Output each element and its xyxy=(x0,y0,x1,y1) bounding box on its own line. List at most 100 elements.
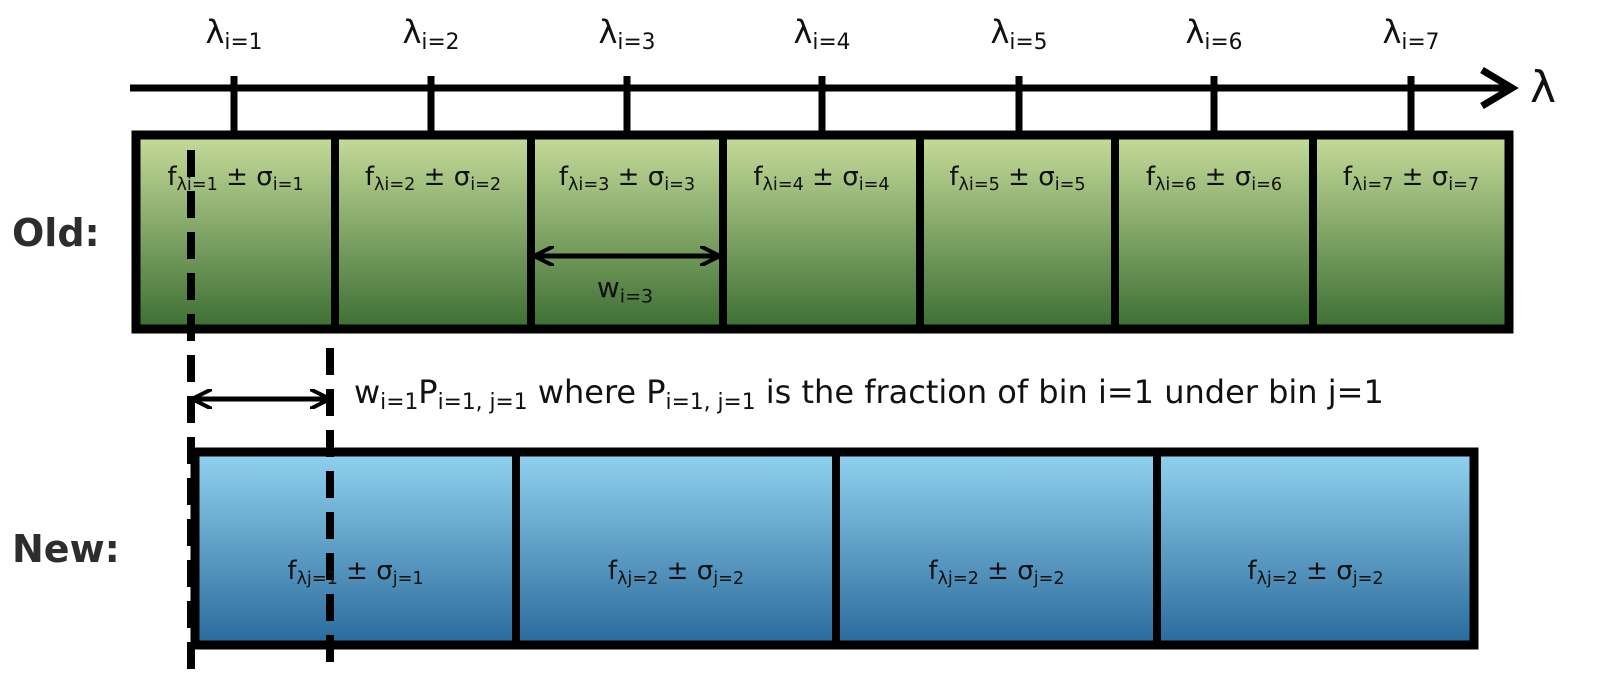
flux-symbol: f xyxy=(167,162,177,192)
tick-subscript: i=7 xyxy=(1401,30,1440,56)
plus-minus: ± xyxy=(226,162,248,192)
old-row-label: Old: xyxy=(12,211,100,255)
flux-subscript: λi=1 xyxy=(176,174,218,195)
new-bin-label: fλj=2 ± σj=2 xyxy=(1247,558,1383,589)
tick-subscript: i=1 xyxy=(224,30,263,56)
flux-subscript: λi=7 xyxy=(1351,174,1394,195)
flux-subscript: λj=1 xyxy=(296,568,338,589)
flux-symbol: f xyxy=(1247,556,1257,586)
flux-symbol: f xyxy=(928,556,938,586)
new-row-label: New: xyxy=(12,527,120,571)
tick-symbol: λ xyxy=(793,13,813,51)
tick-label: λi=7 xyxy=(1382,16,1439,54)
explain-w: w xyxy=(354,373,381,411)
tick-label: λi=3 xyxy=(598,16,655,54)
flux-subscript: λi=6 xyxy=(1154,174,1197,195)
flux-subscript: λi=2 xyxy=(373,174,416,195)
plus-minus: ± xyxy=(1401,162,1424,192)
old-bin-label: fλi=6 ± σi=6 xyxy=(1146,164,1282,195)
new-bin-label: fλj=1 ± σj=1 xyxy=(287,558,423,589)
tick-subscript: i=6 xyxy=(1204,30,1243,56)
tick-label: λi=6 xyxy=(1185,16,1242,54)
tick-symbol: λ xyxy=(1185,13,1205,51)
old-bin-dividers xyxy=(331,135,1317,329)
sigma-subscript: j=2 xyxy=(1033,568,1065,589)
axis-arrowhead xyxy=(1480,66,1519,110)
new-bin-label: fλj=2 ± σj=2 xyxy=(608,558,744,589)
tick-symbol: λ xyxy=(1382,13,1402,51)
sigma-symbol: σ xyxy=(842,162,859,192)
new-bin-label: fλj=2 ± σj=2 xyxy=(928,558,1064,589)
old-bins-bar xyxy=(131,130,1514,334)
plus-minus: ± xyxy=(1306,556,1328,586)
sigma-subscript: i=5 xyxy=(1054,174,1086,195)
old-bin-label: fλi=3 ± σi=3 xyxy=(559,164,695,195)
plus-minus: ± xyxy=(1008,162,1030,192)
old-bin-label: fλi=2 ± σi=2 xyxy=(365,164,501,195)
sigma-symbol: σ xyxy=(1336,556,1353,586)
sigma-subscript: j=1 xyxy=(392,568,424,589)
sigma-symbol: σ xyxy=(376,556,393,586)
plus-minus: ± xyxy=(617,162,640,192)
tick-subscript: i=5 xyxy=(1009,30,1048,56)
tick-label: λi=5 xyxy=(990,16,1047,54)
flux-subscript: λi=3 xyxy=(567,174,610,195)
explain-middle: where P xyxy=(537,373,666,411)
plus-minus: ± xyxy=(812,162,834,192)
old-bin-label: fλi=5 ± σi=5 xyxy=(949,164,1085,195)
flux-symbol: f xyxy=(1342,162,1352,192)
new-bin-dividers xyxy=(512,452,1161,645)
tick-subscript: i=4 xyxy=(812,30,851,56)
sigma-symbol: σ xyxy=(1431,162,1449,192)
plus-minus: ± xyxy=(1204,162,1227,192)
flux-symbol: f xyxy=(753,162,763,192)
sigma-symbol: σ xyxy=(453,162,471,192)
old-bin-label: fλi=4 ± σi=4 xyxy=(753,164,889,195)
explain-rest: is the fraction of bin i=1 under bin j=1 xyxy=(765,373,1384,411)
sigma-subscript: j=2 xyxy=(1352,568,1384,589)
tick-subscript: i=2 xyxy=(421,30,460,56)
overlap-explanation: wi=1Pi=1, j=1 where Pi=1, j=1 is the fra… xyxy=(354,376,1384,414)
sigma-symbol: σ xyxy=(647,162,665,192)
explain-p-sub-2: i=1, j=1 xyxy=(665,390,756,416)
sigma-symbol: σ xyxy=(1017,556,1034,586)
flux-symbol: f xyxy=(949,162,959,192)
sigma-subscript: i=1 xyxy=(272,174,304,195)
plus-minus: ± xyxy=(987,556,1009,586)
old-bin-label: fλi=7 ± σi=7 xyxy=(1343,164,1479,195)
flux-symbol: f xyxy=(287,556,297,586)
flux-symbol: f xyxy=(558,162,568,192)
flux-symbol: f xyxy=(607,556,617,586)
bin-width-label: wi=3 xyxy=(597,274,653,306)
tick-symbol: λ xyxy=(402,13,422,51)
flux-symbol: f xyxy=(1145,162,1155,192)
tick-symbol: λ xyxy=(205,13,225,51)
flux-subscript: λi=5 xyxy=(958,174,1000,195)
sigma-symbol: σ xyxy=(1234,162,1252,192)
explain-p: P xyxy=(418,373,438,411)
plus-minus: ± xyxy=(346,556,368,586)
axis-ticks xyxy=(230,76,1415,132)
tick-label: λi=1 xyxy=(205,16,262,54)
sigma-subscript: i=7 xyxy=(1448,174,1480,195)
sigma-subscript: j=2 xyxy=(713,568,745,589)
width-subscript: i=3 xyxy=(619,285,654,308)
explain-p-sub: i=1, j=1 xyxy=(437,390,528,416)
flux-subscript: λj=2 xyxy=(616,568,659,589)
tick-label: λi=2 xyxy=(402,16,459,54)
flux-symbol: f xyxy=(364,162,374,192)
sigma-subscript: i=2 xyxy=(470,174,502,195)
sigma-subscript: i=3 xyxy=(664,174,696,195)
sigma-subscript: i=4 xyxy=(858,174,890,195)
width-symbol: w xyxy=(596,271,620,304)
sigma-symbol: σ xyxy=(1038,162,1055,192)
sigma-subscript: i=6 xyxy=(1251,174,1283,195)
old-bin-label: fλi=1 ± σi=1 xyxy=(167,164,303,195)
tick-symbol: λ xyxy=(990,13,1010,51)
axis-lambda-label: λ xyxy=(1530,62,1557,113)
flux-subscript: λj=2 xyxy=(1256,568,1298,589)
tick-label: λi=4 xyxy=(793,16,850,54)
sigma-symbol: σ xyxy=(696,556,714,586)
flux-subscript: λi=4 xyxy=(762,174,804,195)
